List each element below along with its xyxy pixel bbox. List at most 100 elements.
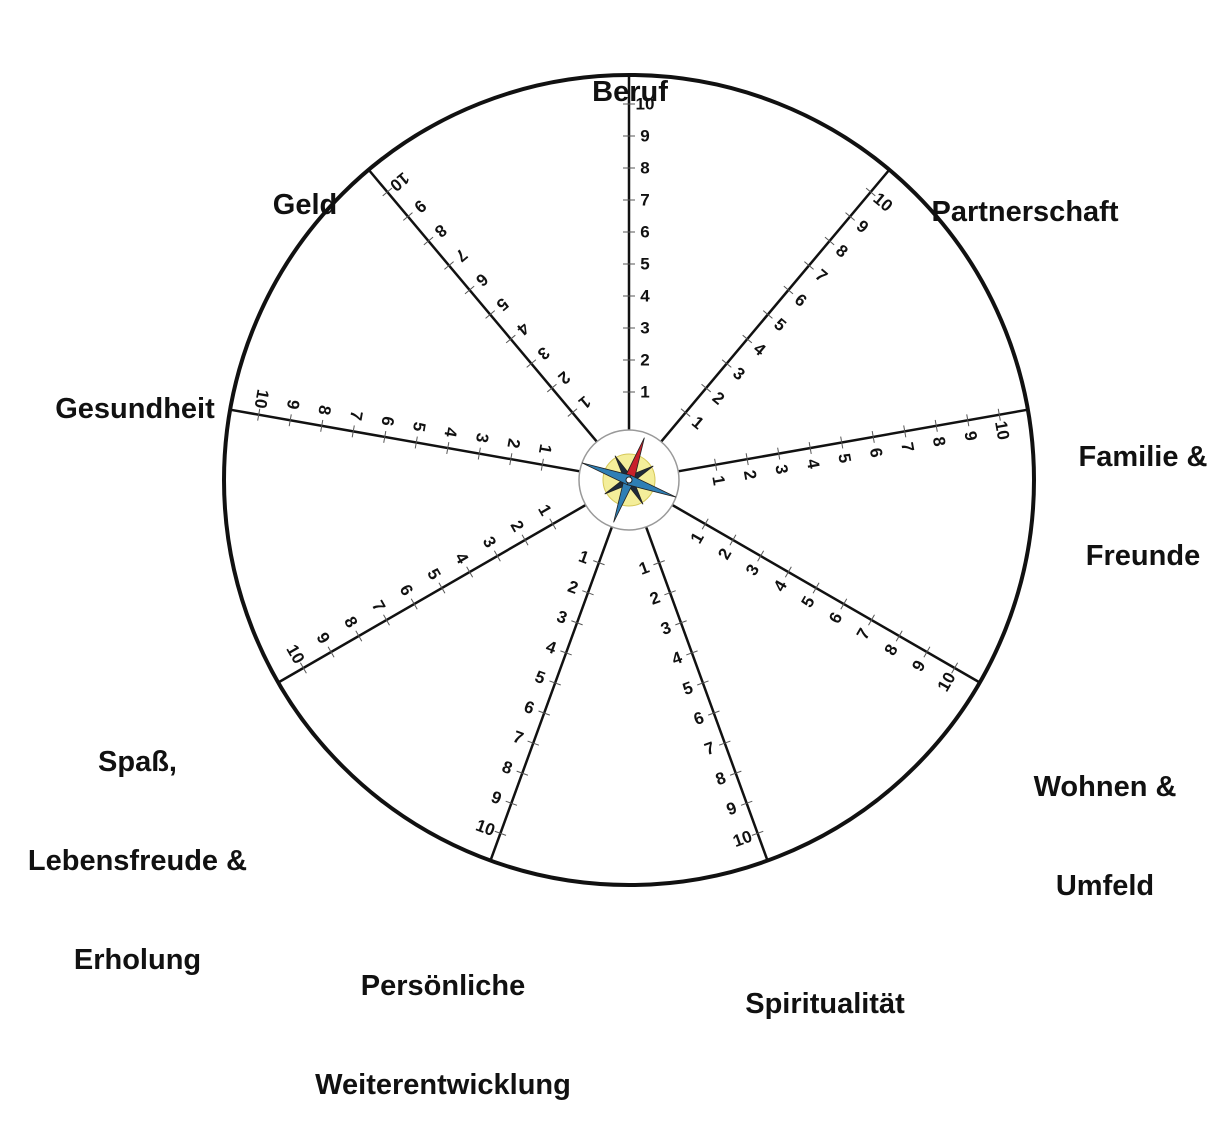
tick-label: 7 — [452, 245, 471, 266]
tick-label: 7 — [853, 625, 874, 643]
tick-label: 7 — [812, 265, 831, 286]
label-partnerschaft: Partnerschaft — [905, 130, 1145, 262]
tick-label: 7 — [346, 409, 366, 422]
spoke-line — [490, 527, 611, 861]
spoke-line — [678, 410, 1028, 472]
tick-label: 3 — [472, 432, 492, 445]
tick-label: 9 — [724, 798, 739, 819]
label-geld: Geld — [255, 123, 355, 255]
spoke-line — [646, 527, 767, 861]
tick-label: 10 — [473, 816, 497, 840]
tick-label: 10 — [934, 669, 960, 695]
tick-label: 5 — [770, 314, 789, 335]
tick-label: 4 — [669, 648, 685, 669]
spoke-line — [672, 505, 979, 683]
spoke-persoenlich: 12345678910 — [473, 527, 612, 861]
tick-label: 2 — [554, 367, 573, 388]
tick-label: 8 — [500, 757, 515, 778]
tick-label: 9 — [283, 398, 303, 411]
tick-label: 8 — [340, 613, 361, 631]
label-gesundheit: Gesundheit — [30, 327, 240, 459]
tick-label: 6 — [866, 446, 886, 459]
tick-label: 7 — [368, 597, 389, 615]
tick-label: 3 — [658, 618, 673, 639]
tick-label: 6 — [691, 708, 706, 729]
tick-label: 1 — [534, 501, 555, 519]
tick-label: 3 — [640, 319, 649, 338]
tick-label: 5 — [680, 678, 695, 699]
tick-label: 1 — [576, 547, 591, 568]
label-familie-freunde: Familie & Freunde — [1058, 375, 1228, 606]
tick-label: 1 — [687, 529, 708, 547]
tick-label: 1 — [575, 392, 594, 413]
tick-label: 2 — [714, 545, 735, 563]
tick-label: 2 — [640, 351, 649, 370]
tick-label: 8 — [314, 404, 334, 417]
label-wohnen-umfeld: Wohnen & Umfeld — [1010, 705, 1200, 936]
tick-label: 10 — [282, 641, 308, 667]
tick-label: 4 — [513, 318, 533, 339]
tick-label: 6 — [521, 697, 536, 718]
tick-label: 3 — [742, 561, 763, 579]
tick-label: 2 — [647, 588, 662, 609]
tick-label: 3 — [729, 364, 748, 385]
tick-label: 8 — [881, 641, 902, 659]
label-spiritualitaet: Spiritualität — [720, 922, 930, 1054]
tick-label: 10 — [730, 827, 754, 851]
tick-label: 3 — [479, 533, 500, 551]
tick-label: 9 — [960, 430, 980, 443]
tick-label: 4 — [640, 287, 650, 306]
tick-label: 3 — [771, 463, 791, 476]
tick-label: 9 — [853, 216, 872, 237]
tick-label: 6 — [825, 609, 846, 627]
tick-label: 8 — [431, 220, 450, 241]
tick-label: 9 — [908, 657, 929, 675]
tick-label: 3 — [554, 607, 569, 628]
tick-label: 5 — [640, 255, 649, 274]
compass-center-dot — [626, 477, 632, 483]
tick-label: 7 — [511, 727, 526, 748]
tick-label: 3 — [534, 343, 553, 364]
tick-label: 2 — [506, 517, 527, 535]
tick-label: 4 — [451, 549, 472, 567]
tick-label: 5 — [532, 667, 547, 688]
spoke-line — [661, 170, 889, 442]
tick-label: 1 — [708, 474, 728, 487]
tick-label: 2 — [740, 469, 760, 482]
tick-label: 5 — [797, 593, 818, 611]
tick-label: 8 — [929, 435, 949, 448]
spoke-geld: 12345678910 — [369, 168, 597, 441]
compass-rose-icon — [579, 430, 679, 530]
tick-label: 6 — [396, 581, 417, 599]
label-persoenliche-weiterentwicklung: Persönliche Weiterentwicklung — [288, 904, 598, 1135]
spoke-line — [230, 410, 580, 472]
tick-label: 7 — [702, 738, 717, 759]
tick-label: 1 — [688, 413, 707, 434]
tick-label: 10 — [386, 168, 413, 195]
tick-label: 10 — [991, 419, 1013, 441]
tick-label: 8 — [832, 241, 851, 262]
tick-label: 2 — [565, 577, 580, 598]
label-beruf: Beruf — [560, 10, 700, 142]
tick-label: 1 — [640, 383, 649, 402]
tick-label: 4 — [543, 637, 559, 658]
tick-label: 5 — [423, 565, 444, 583]
tick-label: 4 — [770, 577, 791, 595]
tick-label: 10 — [250, 388, 272, 410]
tick-label: 5 — [834, 452, 854, 465]
tick-label: 1 — [636, 558, 651, 579]
tick-label: 5 — [409, 420, 429, 433]
tick-label: 5 — [493, 294, 512, 315]
tick-label: 8 — [713, 768, 728, 789]
tick-label: 10 — [870, 189, 897, 216]
tick-label: 6 — [377, 415, 397, 428]
tick-label: 6 — [791, 290, 810, 311]
label-spass-lebensfreude-erholung: Spaß, Lebensfreude & Erholung — [0, 680, 275, 1010]
tick-label: 7 — [897, 441, 917, 454]
tick-label: 4 — [440, 426, 460, 439]
